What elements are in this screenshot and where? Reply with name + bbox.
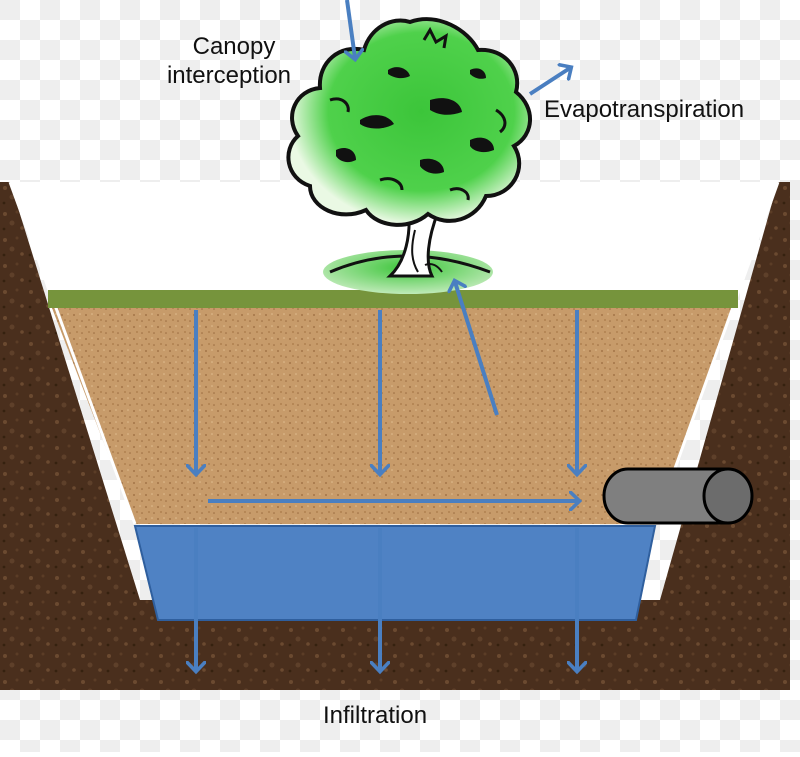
uptake-arrow [455, 282, 499, 416]
canopy-label-line1: Canopy [192, 33, 276, 60]
native-soil-right [640, 182, 790, 690]
flow-arrows [196, 0, 578, 670]
canopy-interception-label: Canopy interception [154, 33, 304, 91]
evapotranspiration-label: Evapotranspiration [544, 96, 745, 123]
water-storage-layer [133, 525, 657, 621]
trench-wall-right [653, 181, 780, 525]
native-soil-left [0, 182, 150, 690]
rain-arrow [347, 0, 355, 58]
underdrain-pipe [602, 467, 754, 525]
canopy-label-line2: interception [166, 61, 292, 89]
tree-icon [286, 17, 532, 294]
trench-wall-left [8, 181, 137, 525]
ponding-area [10, 182, 778, 292]
infiltration-label: Infiltration [323, 702, 428, 729]
evapotranspiration-arrow [528, 68, 570, 96]
grass-strip [48, 290, 738, 308]
filter-media-layer [52, 308, 732, 524]
